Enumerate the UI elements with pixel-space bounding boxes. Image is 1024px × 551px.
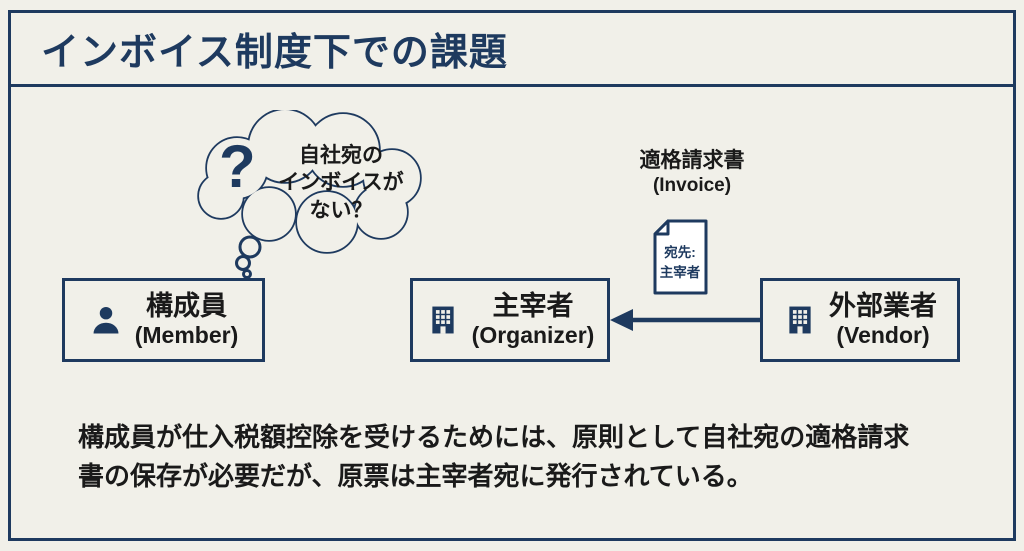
organizer-box: 主宰者 (Organizer) — [410, 278, 610, 362]
organizer-label: 主宰者 — [492, 291, 574, 322]
thought-bubble-text: 自社宛の インボイスが ない？ — [258, 142, 424, 224]
member-labels: 構成員 (Member) — [135, 291, 239, 348]
vendor-box: 外部業者 (Vendor) — [760, 278, 960, 362]
organizer-sublabel: (Organizer) — [471, 322, 595, 349]
building-icon — [789, 306, 811, 334]
person-icon — [93, 306, 119, 334]
organizer-labels: 主宰者 (Organizer) — [472, 291, 595, 348]
vendor-sublabel: (Vendor) — [836, 322, 930, 349]
thought-bubble-cloud — [197, 110, 422, 279]
member-box: 構成員 (Member) — [62, 278, 265, 362]
slide-border: インボイス制度下での課題 — [8, 10, 1016, 541]
vendor-label: 外部業者 — [829, 291, 937, 322]
doc-line: 宛先: — [664, 245, 696, 260]
bubble-line: インボイスが — [278, 171, 404, 195]
invoice-document-text: 宛先: 主宰者 — [650, 243, 710, 282]
invoice-document-icon — [653, 219, 708, 295]
member-label: 構成員 — [145, 291, 227, 322]
title-bar: インボイス制度下での課題 — [11, 13, 1013, 87]
invoice-label: 適格請求書 (Invoice) — [612, 148, 772, 198]
doc-line: 主宰者 — [659, 264, 701, 280]
bubble-line: ない？ — [309, 198, 373, 222]
arrowhead — [610, 309, 633, 331]
building-icon — [432, 306, 454, 334]
member-sublabel: (Member) — [134, 322, 239, 349]
footer-note: 構成員が仕入税額控除を受けるためには、原則として自社宛の適格請求書の保存が必要だ… — [78, 422, 910, 491]
invoice-label-en: (Invoice) — [652, 175, 732, 197]
vendor-to-organizer-arrow — [610, 309, 761, 331]
page-title: インボイス制度下での課題 — [41, 32, 508, 74]
invoice-label-ja: 適格請求書 — [639, 149, 745, 172]
bubble-line: 自社宛の — [299, 144, 383, 167]
question-mark-icon: ? — [219, 133, 256, 200]
vendor-labels: 外部業者 (Vendor) — [829, 291, 937, 348]
